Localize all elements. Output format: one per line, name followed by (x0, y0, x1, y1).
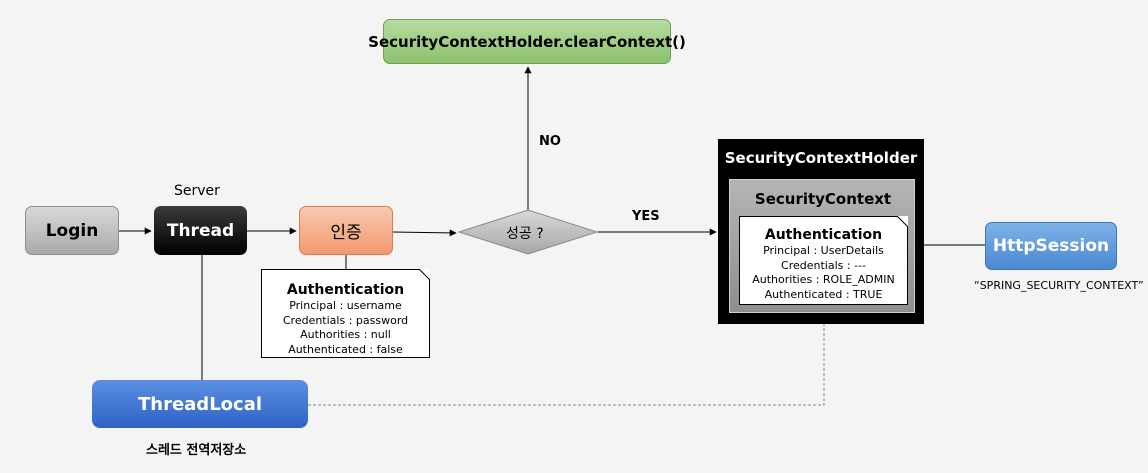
decision-label: 성공 ? (506, 226, 544, 242)
clear-context-label: SecurityContextHolder.clearContext() (368, 32, 686, 51)
http-session-node: HttpSession (985, 222, 1117, 270)
authentication-note-before: Authentication Principal : username Cred… (261, 269, 430, 358)
holder-title: SecurityContextHolder (724, 149, 918, 167)
note-after-authenticated: Authenticated : TRUE (764, 287, 883, 301)
note-after-credentials: Credentials : --- (781, 258, 866, 272)
note-after-authorities: Authorities : ROLE_ADMIN (752, 273, 895, 286)
arrow-auth-to-decision (392, 229, 457, 237)
no-label: NO (539, 134, 561, 149)
context-title: SecurityContext (754, 190, 892, 208)
note-after-principal: Principal : UserDetails (763, 244, 884, 257)
note-frame (261, 269, 430, 358)
note-before-authenticated: Authenticated : false (288, 342, 403, 356)
login-label: Login (45, 220, 99, 241)
session-key-label: “SPRING_SECURITY_CONTEXT” (974, 279, 1144, 292)
note-frame (739, 216, 908, 305)
note-before-title: Authentication (286, 282, 405, 298)
thread-node: Thread (154, 206, 247, 255)
yes-label: YES (632, 209, 660, 224)
security-context-node: SecurityContext Authentication Principal… (729, 179, 915, 313)
login-node: Login (25, 206, 119, 255)
http-session-label: HttpSession (992, 236, 1110, 256)
decision-diamond (457, 209, 599, 255)
thread-local-label: ThreadLocal (137, 393, 263, 415)
security-context-holder-node: SecurityContextHolder SecurityContext Au… (718, 139, 924, 324)
thread-local-node: ThreadLocal (92, 380, 308, 428)
dashed-threadlocal-to-holder (308, 312, 828, 406)
note-before-credentials: Credentials : password (282, 313, 409, 327)
note-before-authorities: Authorities : null (300, 328, 391, 341)
note-after-title: Authentication (764, 227, 883, 243)
thread-label: Thread (166, 220, 235, 241)
authentication-step-label: 인증 (330, 223, 362, 243)
clear-context-node: SecurityContextHolder.clearContext() (368, 19, 686, 64)
authentication-note-after: Authentication Principal : UserDetails C… (739, 216, 908, 305)
server-label: Server (174, 183, 220, 199)
authentication-step-node: 인증 (299, 206, 393, 255)
thread-local-caption: 스레드 전역저장소 (146, 443, 247, 458)
note-before-principal: Principal : username (289, 299, 402, 312)
